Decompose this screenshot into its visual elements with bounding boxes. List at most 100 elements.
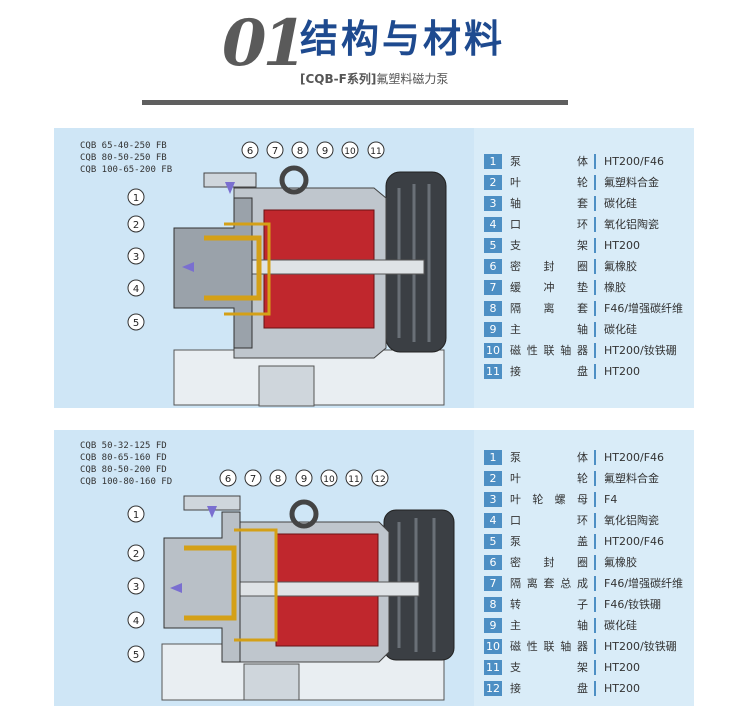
part-material: 氟橡胶 (604, 556, 637, 569)
column-separator (594, 555, 596, 570)
callout-3: 3 (127, 577, 145, 595)
callout-number: 7 (272, 146, 278, 157)
part-number-badge: 10 (484, 343, 502, 358)
part-name: 接盘 (510, 682, 588, 695)
model-name: CQB 50-32-125 FD (80, 441, 167, 451)
callout-7: 7 (266, 141, 284, 159)
part-name: 隔离套总成 (510, 577, 588, 590)
column-separator (594, 259, 596, 274)
callout-1: 1 (127, 188, 145, 206)
pump-section-drawing-1 (173, 165, 447, 407)
callout-10: 10 (341, 141, 359, 159)
column-separator (594, 301, 596, 316)
callout-number: 8 (275, 474, 281, 485)
callout-number: 3 (133, 582, 139, 593)
part-number-badge: 1 (484, 450, 502, 465)
part-name: 叶轮螺母 (510, 493, 588, 506)
part-number-badge: 11 (484, 660, 502, 675)
column-separator (594, 618, 596, 633)
model-list: CQB 50-32-125 FD CQB 80-65-160 FD CQB 80… (80, 440, 172, 488)
callout-number: 9 (322, 146, 328, 157)
part-number-badge: 6 (484, 555, 502, 570)
column-separator (594, 534, 596, 549)
callout-number: 11 (370, 147, 381, 157)
callout-number: 4 (133, 616, 139, 627)
callout-9: 9 (295, 469, 313, 487)
callout-2: 2 (127, 215, 145, 233)
model-list: CQB 65-40-250 FB CQB 80-50-250 FB CQB 10… (80, 140, 172, 176)
callout-7: 7 (244, 469, 262, 487)
part-number-badge: 9 (484, 322, 502, 337)
part-material: F46/增强碳纤维 (604, 302, 684, 315)
model-name: CQB 80-65-160 FD (80, 453, 167, 463)
part-name: 主轴 (510, 619, 588, 632)
callout-number: 6 (247, 146, 253, 157)
callout-10: 10 (320, 469, 338, 487)
part-name: 磁性联轴器 (510, 640, 588, 653)
callout-number: 4 (133, 284, 139, 295)
callout-9: 9 (316, 141, 334, 159)
part-material: HT200/F46 (604, 451, 665, 464)
part-material: HT200/F46 (604, 155, 665, 168)
part-material: HT200 (604, 661, 640, 674)
part-name: 叶轮 (510, 472, 588, 485)
model-name: CQB 65-40-250 FB (80, 141, 167, 151)
part-material: 氟塑料合金 (604, 176, 659, 189)
part-name: 口环 (510, 218, 588, 231)
callout-8: 8 (291, 141, 309, 159)
column-separator (594, 280, 596, 295)
callout-6: 6 (219, 469, 237, 487)
callout-number: 12 (374, 475, 385, 485)
part-number-badge: 11 (484, 364, 502, 379)
part-material: 氟橡胶 (604, 260, 637, 273)
column-separator (594, 196, 596, 211)
part-material: 碳化硅 (604, 619, 637, 632)
part-name: 隔离套 (510, 302, 588, 315)
part-material: HT200 (604, 239, 640, 252)
column-separator (594, 154, 596, 169)
part-number-badge: 2 (484, 471, 502, 486)
section-subtitle: [CQB-F系列]氟塑料磁力泵 (300, 70, 448, 87)
column-separator (594, 450, 596, 465)
part-material: F4 (604, 493, 618, 506)
callout-6: 6 (241, 141, 259, 159)
callout-8: 8 (269, 469, 287, 487)
part-name: 泵体 (510, 451, 588, 464)
part-name: 轴套 (510, 197, 588, 210)
column-separator (594, 238, 596, 253)
part-number-badge: 5 (484, 238, 502, 253)
column-separator (594, 639, 596, 654)
section-title: 结构与材料 (300, 17, 506, 61)
column-separator (594, 576, 596, 591)
part-name: 主轴 (510, 323, 588, 336)
part-name: 密封圈 (510, 260, 588, 273)
model-name: CQB 100-80-160 FD (80, 477, 173, 487)
column-separator (594, 492, 596, 507)
part-name: 支架 (510, 239, 588, 252)
part-material: 碳化硅 (604, 323, 637, 336)
callout-number: 7 (250, 474, 256, 485)
part-number-badge: 1 (484, 154, 502, 169)
part-material: HT200/钕铁硼 (604, 640, 677, 653)
part-material: F46/钕铁硼 (604, 598, 662, 611)
column-separator (594, 322, 596, 337)
model-name: CQB 80-50-200 FD (80, 465, 167, 475)
callout-2: 2 (127, 544, 145, 562)
part-number-badge: 7 (484, 280, 502, 295)
part-material: HT200 (604, 365, 640, 378)
section-header: 01 结构与材料 [CQB-F系列]氟塑料磁力泵 (0, 0, 750, 112)
part-material: F46/增强碳纤维 (604, 577, 684, 590)
column-separator (594, 471, 596, 486)
